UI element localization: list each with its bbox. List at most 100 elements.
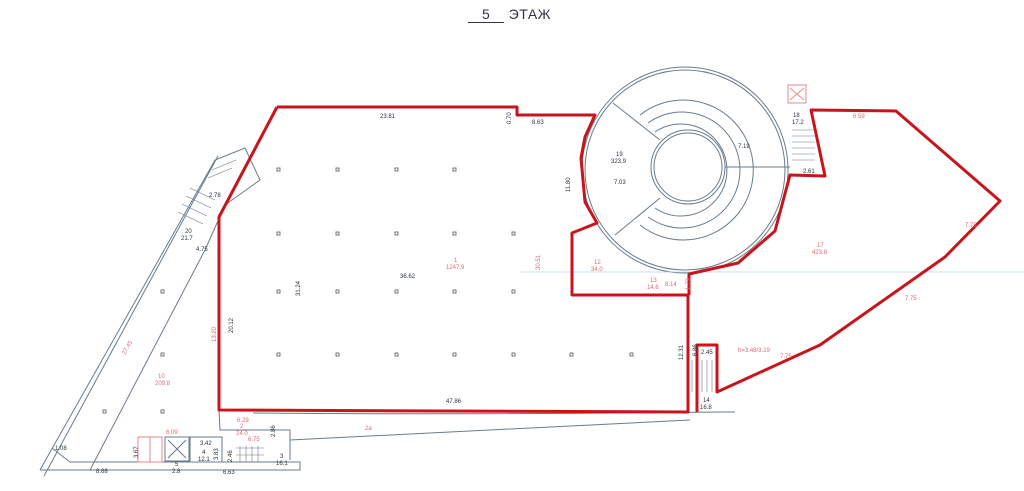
- column-marker: [452, 231, 457, 236]
- plan-label: 6.86: [693, 344, 699, 356]
- plan-label: 7.75: [905, 296, 917, 302]
- plan-label: 17.2: [792, 120, 804, 126]
- column-marker: [276, 352, 281, 357]
- plan-label: 34.0: [591, 267, 603, 273]
- column-marker: [511, 289, 516, 294]
- column-marker: [394, 231, 399, 236]
- column-marker: [452, 352, 457, 357]
- plan-label: 3.42: [200, 441, 212, 447]
- column-marker: [394, 167, 399, 172]
- plan-line: [289, 419, 691, 441]
- column-marker: [160, 409, 165, 414]
- room-3: 316.1: [276, 454, 288, 467]
- plan-label: 6.09: [166, 430, 178, 436]
- plan-label: 18: [793, 113, 800, 119]
- plan-label: 17: [817, 243, 824, 249]
- plan-label: 12.1: [198, 457, 210, 463]
- plan-label: 2.86: [271, 425, 277, 437]
- column-marker: [276, 289, 281, 294]
- column-marker: [102, 409, 107, 414]
- plan-label: 13.20: [212, 326, 218, 342]
- plan-line: [647, 111, 741, 229]
- plan-line: [189, 187, 216, 201]
- left-wing-walls: [39, 147, 735, 477]
- plan-line: [167, 439, 187, 459]
- column-marker: [335, 231, 340, 236]
- plan-line: [211, 159, 237, 171]
- floor-number: 5: [468, 6, 505, 23]
- plan-line: [584, 69, 786, 271]
- plan-label: 6.75: [248, 437, 260, 443]
- plan-label: 14: [703, 398, 710, 404]
- plan-label: 20: [185, 229, 192, 235]
- column-marker: [335, 289, 340, 294]
- plan-line: [614, 197, 661, 236]
- plan-label: 7.03: [614, 180, 626, 186]
- plan-label: 0.70: [507, 112, 513, 124]
- plan-label: 36.62: [400, 274, 416, 280]
- plan-label: 1.08: [55, 446, 67, 452]
- plan-label: 8.63: [532, 120, 544, 126]
- plan-label: 12: [594, 260, 601, 266]
- room-2a: 2а: [365, 426, 372, 432]
- plan-label: 1.73: [686, 278, 692, 290]
- plan-label: 3.67: [134, 446, 140, 458]
- plan-label: 11.80: [566, 177, 572, 192]
- plan-label: 2.78: [209, 193, 221, 199]
- column-marker: [335, 167, 340, 172]
- column-marker: [335, 352, 340, 357]
- plan-label: 2а: [365, 426, 372, 432]
- plan-label: 23.81: [380, 114, 396, 120]
- dimension-labels: 23.81 0.70 8.63 36.62 31.24 20.12 47.86 …: [55, 112, 977, 476]
- column-marker: [394, 289, 399, 294]
- plan-label: 7.19: [738, 144, 750, 150]
- east-hall-outline: [687, 108, 1002, 412]
- plan-label: 5: [175, 462, 179, 468]
- plan-label: 6.59: [853, 114, 865, 120]
- plan-line: [218, 409, 291, 460]
- plan-label: 1247.9: [446, 265, 465, 271]
- plan-label: 10: [158, 374, 165, 380]
- column-marker: [511, 352, 516, 357]
- column-marker: [511, 231, 516, 236]
- plan-label: 24.0: [236, 431, 248, 437]
- plan-line: [164, 436, 190, 462]
- column-marker: [160, 352, 165, 357]
- column-marker: [569, 352, 574, 357]
- plan-label: 47.86: [446, 399, 462, 405]
- room-4: 412.1: [198, 450, 210, 463]
- plan-label: 3: [280, 454, 284, 460]
- plan-line: [39, 147, 261, 471]
- plan-label: 21.7: [181, 236, 193, 242]
- plan-label: 16.8: [700, 405, 712, 411]
- plan-line: [650, 129, 726, 205]
- plan-label: 27.45: [122, 339, 135, 356]
- floor-word: ЭТАЖ: [508, 6, 552, 22]
- plan-line: [43, 155, 219, 477]
- plan-line: [177, 211, 204, 225]
- plan-line: [654, 123, 728, 217]
- column-marker: [160, 289, 165, 294]
- plan-label: 8.14: [665, 282, 677, 288]
- plan-label: 2.61: [803, 169, 815, 175]
- plan-label: 4.75: [196, 247, 208, 253]
- plan-label: 16.1: [276, 461, 288, 467]
- plan-label: 2: [240, 424, 244, 430]
- plan-line: [789, 87, 805, 101]
- plan-line: [787, 84, 807, 104]
- plan-label: 209.8: [155, 381, 171, 387]
- plan-line: [137, 436, 163, 463]
- column-marker: [452, 289, 457, 294]
- main-hall-outline: [217, 105, 690, 414]
- plan-label: 6.63: [223, 470, 235, 476]
- plan-line: [207, 167, 233, 179]
